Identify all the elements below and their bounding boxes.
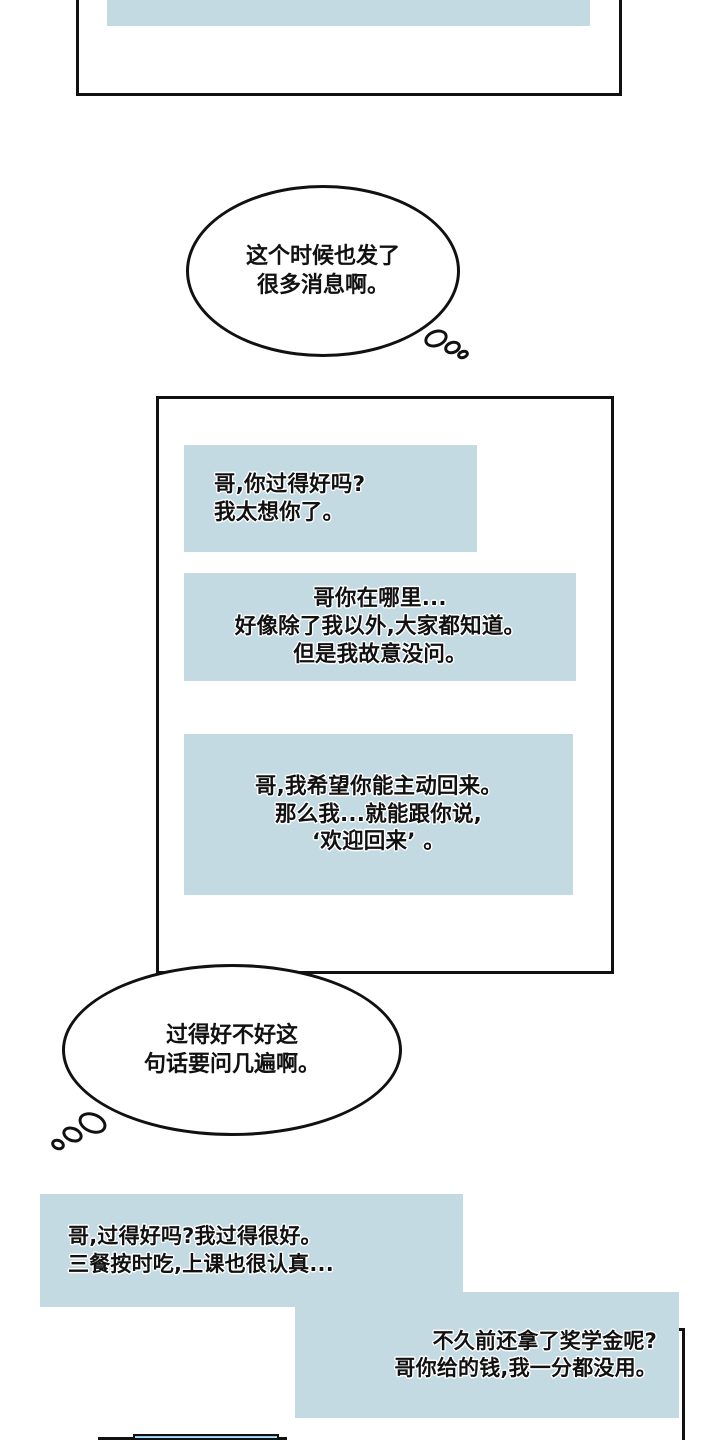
message-line: 我太想你了。 <box>214 499 345 525</box>
message-line: 哥,你过得好吗? <box>214 471 366 497</box>
message-line: ‘欢迎回来’ 。 <box>312 829 445 855</box>
chat-message-bubble: 哥,我希望你能主动回来。 那么我...就能跟你说, ‘欢迎回来’ 。 <box>184 734 573 895</box>
chat-message-bubble: 哥你在哪里... 好像除了我以外,大家都知道。 但是我故意没问。 <box>184 573 576 681</box>
thought-line-2: 很多消息啊。 <box>256 273 389 298</box>
phone-screen-blue-strip <box>133 1434 279 1440</box>
message-line: 哥你给的钱,我一分都没用。 <box>394 1356 657 1380</box>
thought-tail-bubble-small <box>49 1136 67 1153</box>
thought-line-2: 句话要问几遍啊。 <box>143 1052 320 1077</box>
message-line: 不久前还拿了奖学金呢? <box>432 1328 657 1353</box>
thought-balloon-lower: 过得好不好这 句话要问几遍啊。 <box>62 964 402 1136</box>
phone-screen-card <box>98 1352 287 1440</box>
message-bubble-cropped <box>107 0 590 26</box>
message-line: 哥你在哪里... <box>313 586 447 612</box>
message-line: 好像除了我以外,大家都知道。 <box>234 614 526 640</box>
message-line: 那么我...就能跟你说, <box>274 801 483 827</box>
message-line: 三餐按时吃,上课也很认真... <box>68 1251 334 1276</box>
message-line: 哥,我希望你能主动回来。 <box>254 773 503 799</box>
message-line: 但是我故意没问。 <box>293 641 467 667</box>
chat-message-bubble: 哥,过得好吗?我过得很好。 三餐按时吃,上课也很认真... <box>40 1194 463 1307</box>
chat-message-bubble: 不久前还拿了奖学金呢? 哥你给的钱,我一分都没用。 <box>295 1292 679 1418</box>
panel-border-right <box>682 1328 685 1440</box>
thought-line-1: 这个时候也发了 <box>245 243 400 269</box>
message-line: 哥,过得好吗?我过得很好。 <box>68 1224 322 1249</box>
thought-balloon-upper: 这个时候也发了 很多消息啊。 <box>186 185 460 357</box>
thought-line-1: 过得好不好这 <box>165 1022 298 1048</box>
chat-message-bubble: 哥,你过得好吗? 我太想你了。 <box>184 445 477 552</box>
